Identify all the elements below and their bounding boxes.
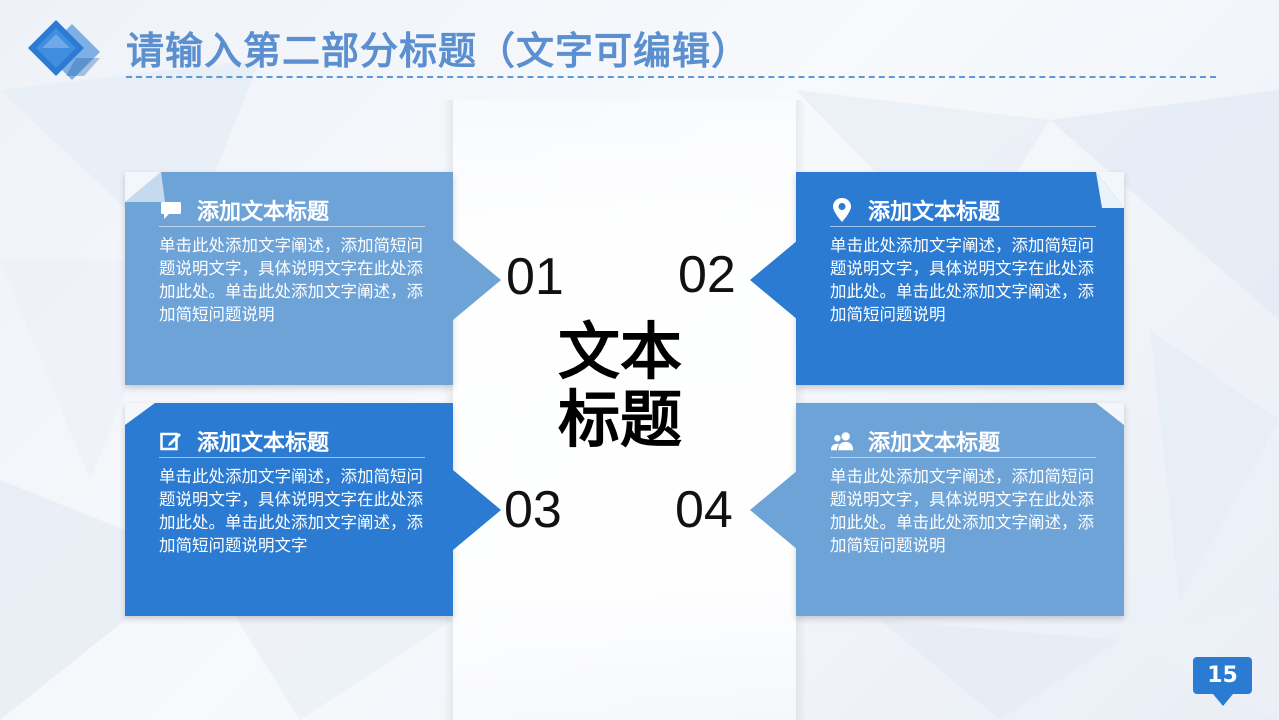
- card-corner-fold: [125, 403, 155, 425]
- center-title-line-2: 标题: [557, 383, 682, 456]
- diamond-logo-icon: [28, 20, 100, 80]
- page-number-badge: 15: [1193, 657, 1252, 706]
- arrow-01: [453, 240, 501, 320]
- card-header: 添加文本标题: [159, 194, 425, 227]
- card-body: 单击此处添加文字阐述，添加简短问题说明文字，具体说明文字在此处添加此处。单击此处…: [830, 236, 1094, 324]
- card-03[interactable]: 添加文本标题 单击此处添加文字阐述，添加简短问题说明文字，具体说明文字在此处添加…: [125, 403, 453, 616]
- chat-bubble-icon: [159, 198, 183, 222]
- number-04: 04: [675, 481, 733, 539]
- card-title: 添加文本标题: [197, 431, 330, 456]
- users-icon: [830, 429, 854, 453]
- card-header: 添加文本标题: [159, 425, 425, 458]
- card-body: 单击此处添加文字阐述，添加简短问题说明文字，具体说明文字在此处添加此处。单击此处…: [159, 467, 423, 555]
- number-03: 03: [504, 481, 562, 539]
- card-04[interactable]: 添加文本标题 单击此处添加文字阐述，添加简短问题说明文字，具体说明文字在此处添加…: [796, 403, 1124, 616]
- card-corner-fold: [1096, 403, 1124, 425]
- location-pin-icon: [830, 198, 854, 222]
- card-02[interactable]: 添加文本标题 单击此处添加文字阐述，添加简短问题说明文字，具体说明文字在此处添加…: [796, 172, 1124, 385]
- center-title-line-1: 文本: [557, 315, 682, 388]
- arrow-04: [750, 470, 798, 550]
- card-01[interactable]: 添加文本标题 单击此处添加文字阐述，添加简短问题说明文字，具体说明文字在此处添加…: [125, 172, 453, 385]
- number-02: 02: [678, 246, 736, 304]
- arrow-02: [750, 240, 798, 320]
- page-title: 请输入第二部分标题（文字可编辑）: [126, 29, 751, 73]
- edit-icon: [159, 429, 183, 453]
- number-01: 01: [506, 248, 564, 306]
- card-header: 添加文本标题: [830, 194, 1096, 227]
- card-body: 单击此处添加文字阐述，添加简短问题说明文字，具体说明文字在此处添加此处。单击此处…: [159, 236, 423, 324]
- arrow-03: [453, 470, 501, 550]
- center-title: 文本 标题: [540, 318, 700, 454]
- card-header: 添加文本标题: [830, 425, 1096, 458]
- card-body: 单击此处添加文字阐述，添加简短问题说明文字，具体说明文字在此处添加此处。单击此处…: [830, 467, 1094, 555]
- title-divider: [126, 76, 1216, 78]
- card-corner-fold: [125, 172, 165, 202]
- card-title: 添加文本标题: [868, 431, 1001, 456]
- card-title: 添加文本标题: [197, 200, 330, 225]
- card-corner-fold: [1096, 172, 1124, 208]
- card-title: 添加文本标题: [868, 200, 1001, 225]
